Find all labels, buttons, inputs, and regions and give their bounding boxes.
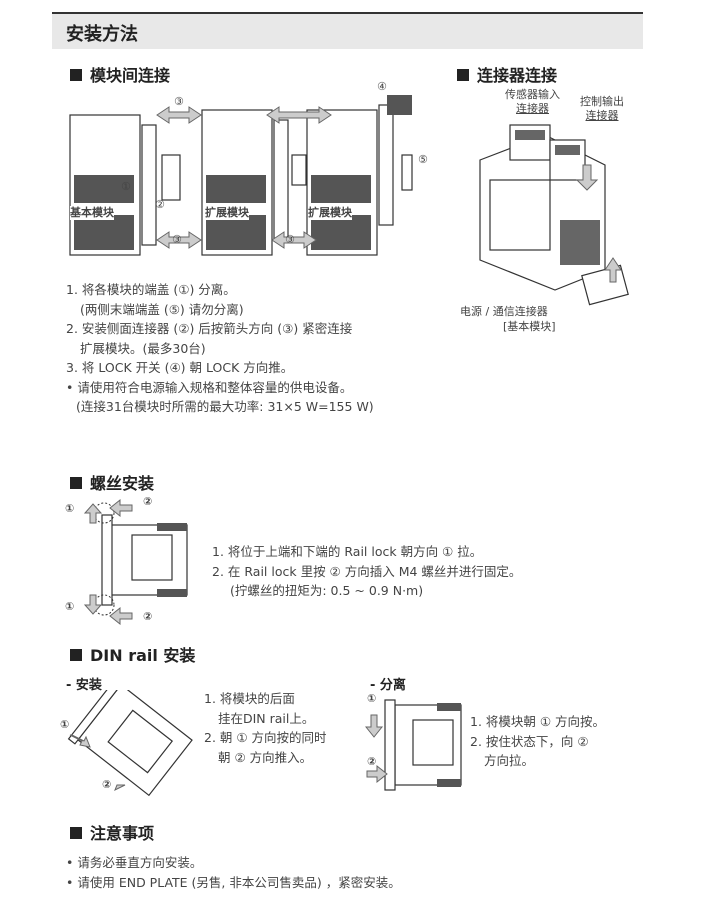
din-install-steps: 1. 将模块的后面挂在DIN rail上。2. 朝 ① 方向按的同时朝 ② 方向… xyxy=(204,691,327,765)
callout-2: ② xyxy=(155,198,165,211)
control-output-label: 控制输出连接器 xyxy=(580,95,624,122)
label-basic-module: 基本模块 xyxy=(70,206,114,220)
screw-callout-1-top: ① xyxy=(65,502,75,515)
connector-connection-title: 连接器连接 xyxy=(457,62,557,86)
power-comm-connector-label: 电源 / 通信连接器 xyxy=(460,305,548,318)
page-title: 安装方法 xyxy=(66,24,138,45)
din-remove-callout-1: ① xyxy=(367,692,377,705)
screw-callout-1-bottom: ① xyxy=(65,600,75,613)
note-item: • 请务必垂直方向安装。 xyxy=(66,855,203,870)
din-install-callout-1: ① xyxy=(60,718,70,731)
sensor-input-label: 传感器输入连接器 xyxy=(505,88,560,115)
notes-list: • 请务必垂直方向安装。 • 请使用 END PLATE (另售, 非本公司售卖品… xyxy=(66,853,401,892)
screw-callout-2-bottom: ② xyxy=(143,610,153,623)
din-install-illustration xyxy=(67,690,193,797)
label-ext-module-1: 扩展模块 xyxy=(205,206,249,220)
notes-title: 注意事项 xyxy=(70,820,154,844)
label-ext-module-2: 扩展模块 xyxy=(308,206,352,220)
din-install-label: - 安装 xyxy=(66,678,102,693)
din-rail-title: DIN rail 安装 xyxy=(70,642,195,666)
callout-3-bottom-2: ③ xyxy=(285,233,295,246)
callout-5: ⑤ xyxy=(418,153,428,166)
power-comm-connector-sub: [基本模块] xyxy=(503,320,556,333)
callout-3-bottom: ③ xyxy=(172,233,182,246)
din-install-callout-2: ② xyxy=(102,778,112,791)
din-remove-callout-2: ② xyxy=(367,755,377,768)
callout-3-top: ③ xyxy=(174,95,184,108)
module-connection-title: 模块间连接 xyxy=(70,62,170,86)
screw-mount-illustration xyxy=(83,498,188,625)
screw-mount-steps: 1. 将位于上端和下端的 Rail lock 朝方向 ① 拉。2. 在 Rail… xyxy=(212,544,522,598)
din-remove-label: - 分离 xyxy=(370,678,406,693)
screw-mount-title: 螺丝安装 xyxy=(70,470,154,494)
section-header: 安装方法 xyxy=(52,12,643,49)
module-connection-illustration xyxy=(69,95,413,256)
note-item: • 请使用 END PLATE (另售, 非本公司售卖品) ，紧密安装。 xyxy=(66,874,401,890)
connector-illustration xyxy=(479,124,629,306)
module-connection-steps: 1. 将各模块的端盖 (①) 分离。 (两侧末端端盖 (⑤) 请勿分离) 2. … xyxy=(66,282,374,414)
screw-callout-2-top: ② xyxy=(143,495,153,508)
din-remove-illustration xyxy=(365,699,462,791)
callout-1: ① xyxy=(121,180,131,193)
callout-4: ④ xyxy=(377,80,387,93)
